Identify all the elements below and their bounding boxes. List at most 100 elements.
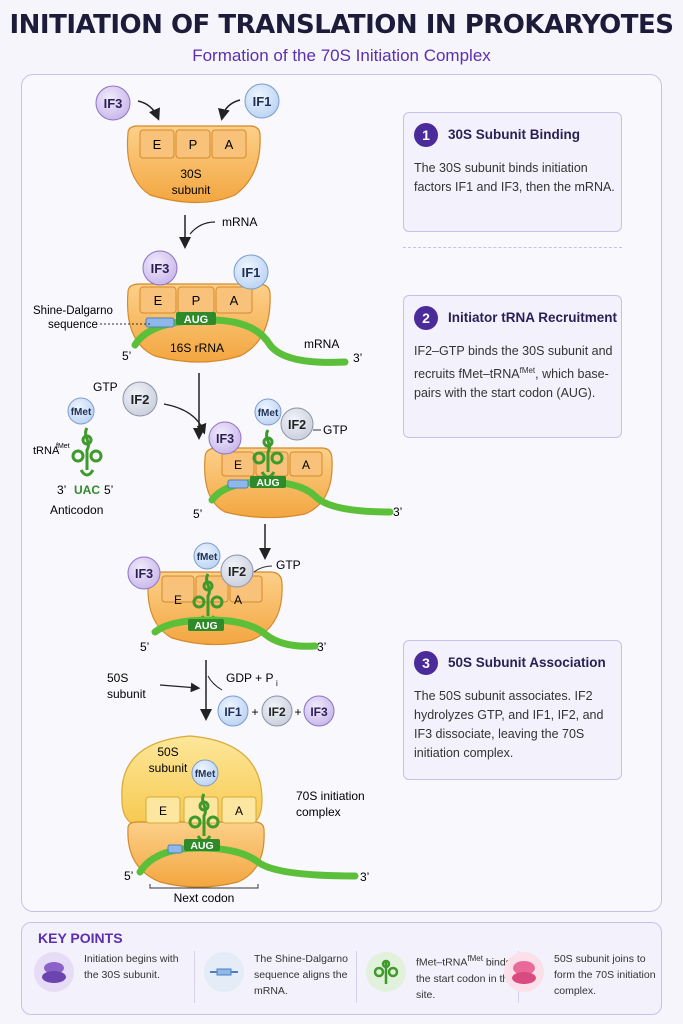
step-body: IF2–GTP binds the 30S subunit and recrui… [414, 344, 613, 401]
rrna-label: 16S rRNA [170, 341, 224, 355]
svg-text:+: + [251, 705, 258, 719]
aug-codon [250, 476, 286, 488]
arrow [137, 100, 160, 121]
svg-text:E: E [153, 137, 162, 152]
if1-icon [244, 83, 280, 119]
stage-30s-subunit: IF3 IF1 E P A 30S subunit [95, 83, 280, 204]
svg-text:IF3: IF3 [135, 567, 153, 581]
trna-legend: GTP fMet tRNA fMet 3’ UAC 5’ Anticodon [33, 380, 118, 517]
svg-text:subunit: subunit [172, 183, 211, 197]
svg-text:AUG: AUG [184, 314, 208, 326]
arrow [163, 403, 207, 435]
key-point-item: The Shine-Dalgarno sequence aligns the m… [204, 949, 364, 1009]
if3-icon [95, 85, 131, 121]
svg-text:A: A [225, 137, 234, 152]
svg-text:E: E [159, 804, 167, 818]
step-number: 3 [414, 651, 438, 675]
mrna-label: mRNA [222, 215, 257, 229]
svg-text:mRNA: mRNA [304, 337, 339, 351]
svg-text:fMet: fMet [71, 407, 92, 418]
svg-text:IF1: IF1 [224, 705, 242, 719]
svg-text:GTP: GTP [276, 558, 301, 572]
mrna-sequence-icon [204, 952, 244, 992]
shine-dalgarno-label: Shine-Dalgarno [33, 305, 113, 317]
fmet-icon [193, 542, 221, 570]
trna-icon [71, 426, 103, 477]
svg-text:AUG: AUG [256, 477, 279, 489]
page-title: INITIATION OF TRANSLATION IN PROKARYOTES [9, 10, 674, 40]
step-title: 30S Subunit Binding [448, 127, 580, 142]
key-points-title: KEY POINTS [38, 930, 123, 946]
svg-text:IF3: IF3 [151, 261, 170, 276]
label-30s: 30S [180, 167, 201, 181]
svg-text:IF2: IF2 [131, 392, 150, 407]
translation-diagram: IF3 IF1 E P A 30S subunit mRNA E P [33, 83, 402, 905]
svg-text:5’: 5’ [140, 640, 149, 654]
svg-text:complex: complex [296, 805, 341, 819]
step-card-3: 3 50S Subunit Association The 50S subuni… [403, 640, 622, 780]
svg-text:GTP: GTP [323, 423, 348, 437]
svg-text:IF3: IF3 [216, 432, 234, 446]
stage-70s-complex: E A fMet 50S subunit AUG 5’ 3’ 70S initi… [121, 735, 369, 905]
svg-text:5’: 5’ [104, 483, 113, 497]
site-a [211, 129, 247, 159]
arrow [218, 99, 241, 121]
key-point-item: Initiation begins with the 30S subunit. [34, 949, 194, 1009]
trna-icon [366, 952, 406, 992]
aug-codon [188, 619, 224, 631]
svg-text:50S: 50S [157, 745, 178, 759]
mrna-strand [136, 844, 359, 880]
svg-text:tRNA: tRNA [33, 445, 60, 457]
if3-icon [208, 421, 242, 455]
page-subtitle: Formation of the 70S Initiation Complex [192, 46, 491, 65]
fmet-icon [191, 759, 219, 787]
svg-text:fMet: fMet [197, 552, 218, 563]
svg-text:+: + [294, 705, 301, 719]
arrow [189, 221, 216, 235]
svg-text:GTP: GTP [93, 380, 118, 394]
svg-text:IF2: IF2 [268, 705, 286, 719]
svg-text:3’: 3’ [353, 351, 362, 365]
if1-label: IF1 [253, 94, 272, 109]
ribosome-30s-icon [127, 821, 265, 888]
ribosome-icon [34, 952, 74, 992]
svg-text:3’: 3’ [317, 640, 326, 654]
fmet-icon [254, 398, 282, 426]
step-title: 50S Subunit Association [448, 655, 606, 670]
if1-icon [217, 695, 249, 727]
svg-text:A: A [235, 804, 243, 818]
gdp-label: GDP + P [226, 671, 273, 685]
aug-codon [176, 312, 216, 325]
svg-text:IF2: IF2 [228, 565, 246, 579]
if3-icon [142, 250, 178, 286]
fmet-icon [67, 397, 95, 425]
svg-text:i: i [276, 679, 278, 688]
svg-text:5’: 5’ [193, 507, 202, 521]
if3-icon [127, 556, 161, 590]
svg-text:E: E [174, 593, 182, 607]
svg-text:sequence: sequence [48, 319, 98, 331]
if1-icon [233, 254, 269, 290]
svg-text:3’: 3’ [57, 483, 66, 497]
key-points-panel: KEY POINTS Initiation begins with the 30… [21, 922, 662, 1015]
step-number: 1 [414, 123, 438, 147]
svg-text:subunit: subunit [149, 761, 188, 775]
if2-icon [122, 381, 158, 417]
shine-dalgarno-icon [145, 317, 175, 328]
svg-text:AUG: AUG [194, 620, 217, 632]
svg-text:3’: 3’ [360, 870, 369, 884]
divider [403, 247, 622, 248]
svg-text:A: A [302, 458, 310, 472]
complex-label: 70S initiation [296, 789, 365, 803]
if2-icon [280, 407, 314, 441]
svg-text:fMet: fMet [195, 769, 216, 780]
svg-text:AUG: AUG [190, 840, 213, 852]
svg-text:fMet: fMet [258, 408, 279, 419]
stage-30s-mrna: E P A IF3 IF1 AUG 5’ 3’ mRNA 16S rRNA Sh… [33, 250, 362, 366]
svg-text:A: A [234, 593, 242, 607]
step-card-1: 1 30S Subunit Binding The 30S subunit bi… [403, 112, 622, 232]
svg-text:IF3: IF3 [310, 705, 328, 719]
ribosome-complex-icon [504, 952, 544, 992]
anticodon-label: Anticodon [50, 503, 103, 517]
step-card-2: 2 Initiator tRNA Recruitment IF2–GTP bin… [403, 295, 622, 438]
